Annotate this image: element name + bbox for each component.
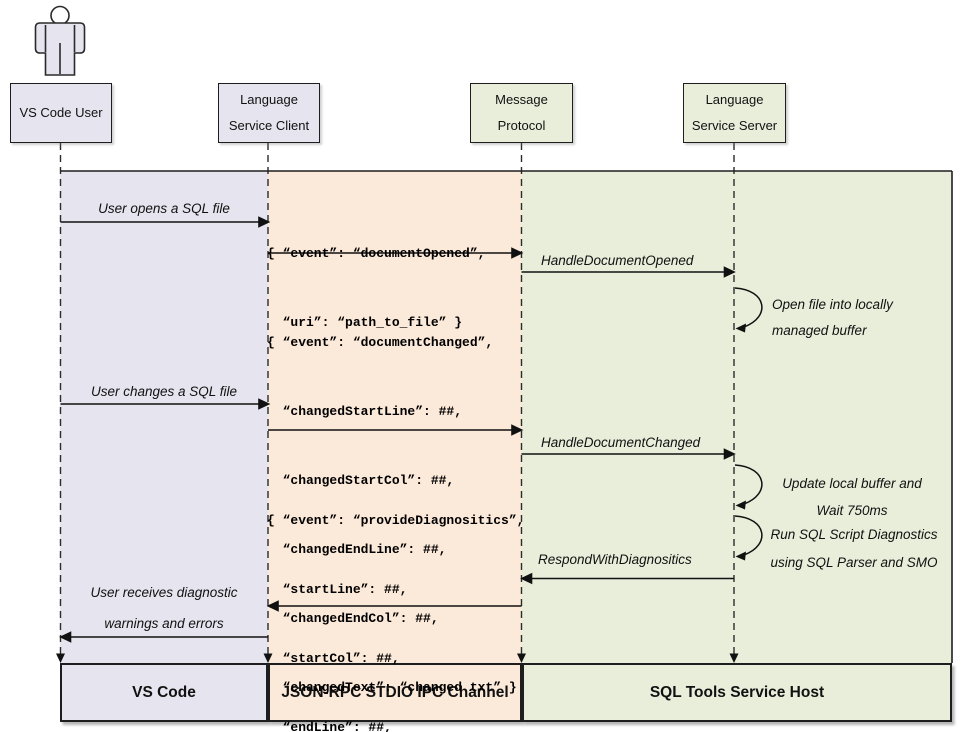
server-label-line1: Language — [705, 92, 764, 107]
payload-line: “startCol”: ##, — [267, 651, 400, 666]
note-run-diagnostics-line2: using SQL Parser and SMO — [770, 555, 938, 570]
self-loop-run-diagnostics — [734, 515, 763, 556]
lane-box-vscode-label: VS Code — [132, 683, 196, 701]
arrowhead-loop-run-diagnostics — [735, 551, 746, 561]
protocol-label-line1: Message — [495, 92, 548, 107]
note-update-buffer-line1: Update local buffer and — [782, 476, 922, 491]
band-border — [60, 170, 953, 663]
payload-line: “changedEndCol”: ##, — [267, 611, 439, 626]
note-run-diagnostics: Run SQL Script Diagnostics using SQL Par… — [768, 521, 940, 577]
actor-box-language-service-server: Language Service Server — [683, 83, 786, 143]
label-user-receives-line2: warnings and errors — [104, 616, 224, 631]
arrowhead-loop-open-file — [735, 323, 746, 333]
client-label-line2: Service Client — [228, 118, 310, 133]
lane-box-ipc-channel-label: JSON-RPC STDIO IPC Channel — [281, 683, 509, 701]
arrowhead-loop-update-buffer — [735, 500, 746, 510]
protocol-label-line2: Protocol — [497, 118, 546, 133]
payload-document-changed: { “event”: “documentChanged”, “changedSt… — [267, 285, 517, 732]
lane-vscode-band — [60, 171, 268, 663]
lane-box-vscode: VS Code — [60, 663, 268, 722]
label-user-receives-line1: User receives diagnostic — [90, 585, 238, 600]
client-label-line1: Language — [240, 92, 298, 107]
label-user-changes: User changes a SQL file — [90, 384, 238, 399]
label-user-opens: User opens a SQL file — [98, 201, 230, 216]
note-open-file: Open file into locally managed buffer — [772, 292, 893, 344]
server-label-line2: Service Server — [691, 118, 778, 133]
actor-box-message-protocol: Message Protocol — [470, 83, 573, 143]
payload-provide-diagnostics: { “event”: “provideDiagnositics”, “start… — [267, 463, 524, 732]
end-arrow-user — [56, 653, 65, 663]
actor-box-vscode-user: VS Code User — [10, 83, 112, 143]
payload-line: “changedStartLine”: ##, — [267, 404, 463, 419]
label-handle-document-changed: HandleDocumentChanged — [541, 435, 701, 450]
actor-head — [50, 5, 70, 26]
payload-line: “changedEndLine”: ##, — [267, 542, 447, 557]
payload-line: “startLine”: ##, — [267, 582, 408, 597]
self-loop-arrowheads — [735, 323, 746, 561]
payload-line: “changedText”: “changed txt” } — [267, 680, 517, 695]
end-arrow-server — [729, 653, 739, 663]
payload-document-opened: { “event”: “documentOpened”, “uri”: “pat… — [267, 196, 485, 380]
note-update-buffer: Update local buffer and Wait 750ms — [770, 470, 934, 524]
note-update-buffer-line2: Wait 750ms — [816, 503, 888, 518]
lane-box-sql-tools-host-label: SQL Tools Service Host — [649, 683, 825, 701]
label-user-receives: User receives diagnostic warnings and er… — [60, 577, 268, 639]
label-respond-with-diagnostics: RespondWithDiagnositics — [538, 552, 692, 567]
self-loops — [734, 287, 763, 556]
arrowhead-user-receives — [59, 631, 72, 643]
payload-line: { “event”: “documentOpened”, — [267, 246, 486, 261]
payload-line: { “event”: “provideDiagnositics”, — [267, 513, 525, 528]
arrowhead-handle-document-opened — [723, 266, 736, 278]
lane-box-sql-tools-host: SQL Tools Service Host — [522, 663, 952, 722]
self-loop-open-file — [734, 287, 763, 328]
arrowhead-user-changes — [258, 398, 271, 410]
note-run-diagnostics-line1: Run SQL Script Diagnostics — [770, 527, 938, 542]
arrowhead-provide-diagnostics — [266, 600, 279, 612]
message-arrows — [59, 216, 736, 643]
actor-box-language-service-client: Language Service Client — [218, 83, 320, 143]
end-arrow-protocol — [517, 653, 526, 663]
actor-box-vscode-user-label: VS Code User — [19, 105, 103, 120]
lane-box-ipc-channel: JSON-RPC STDIO IPC Channel — [268, 663, 522, 722]
arrowhead-handle-document-changed — [723, 448, 736, 460]
arrowhead-document-changed — [511, 424, 524, 436]
arrowhead-respond-with-diagnostics — [520, 572, 533, 585]
lifeline-end-arrows — [56, 653, 739, 663]
end-arrow-client — [263, 653, 273, 663]
arrowhead-user-opens — [258, 216, 271, 228]
user-actor-icon — [34, 5, 86, 76]
payload-line: { “event”: “documentChanged”, — [267, 335, 494, 350]
lifelines — [59, 143, 735, 654]
note-open-file-line2: managed buffer — [772, 323, 867, 338]
payload-line: “changedStartCol”: ##, — [267, 473, 455, 488]
note-open-file-line1: Open file into locally — [772, 297, 893, 312]
label-handle-document-opened: HandleDocumentOpened — [541, 253, 694, 268]
lane-host-band — [522, 171, 952, 663]
payload-line: “uri”: “path_to_file” } — [267, 315, 463, 330]
arrowhead-document-opened — [511, 247, 524, 259]
payload-line: “endLine”: ##, — [267, 720, 392, 732]
self-loop-update-buffer — [734, 464, 763, 505]
